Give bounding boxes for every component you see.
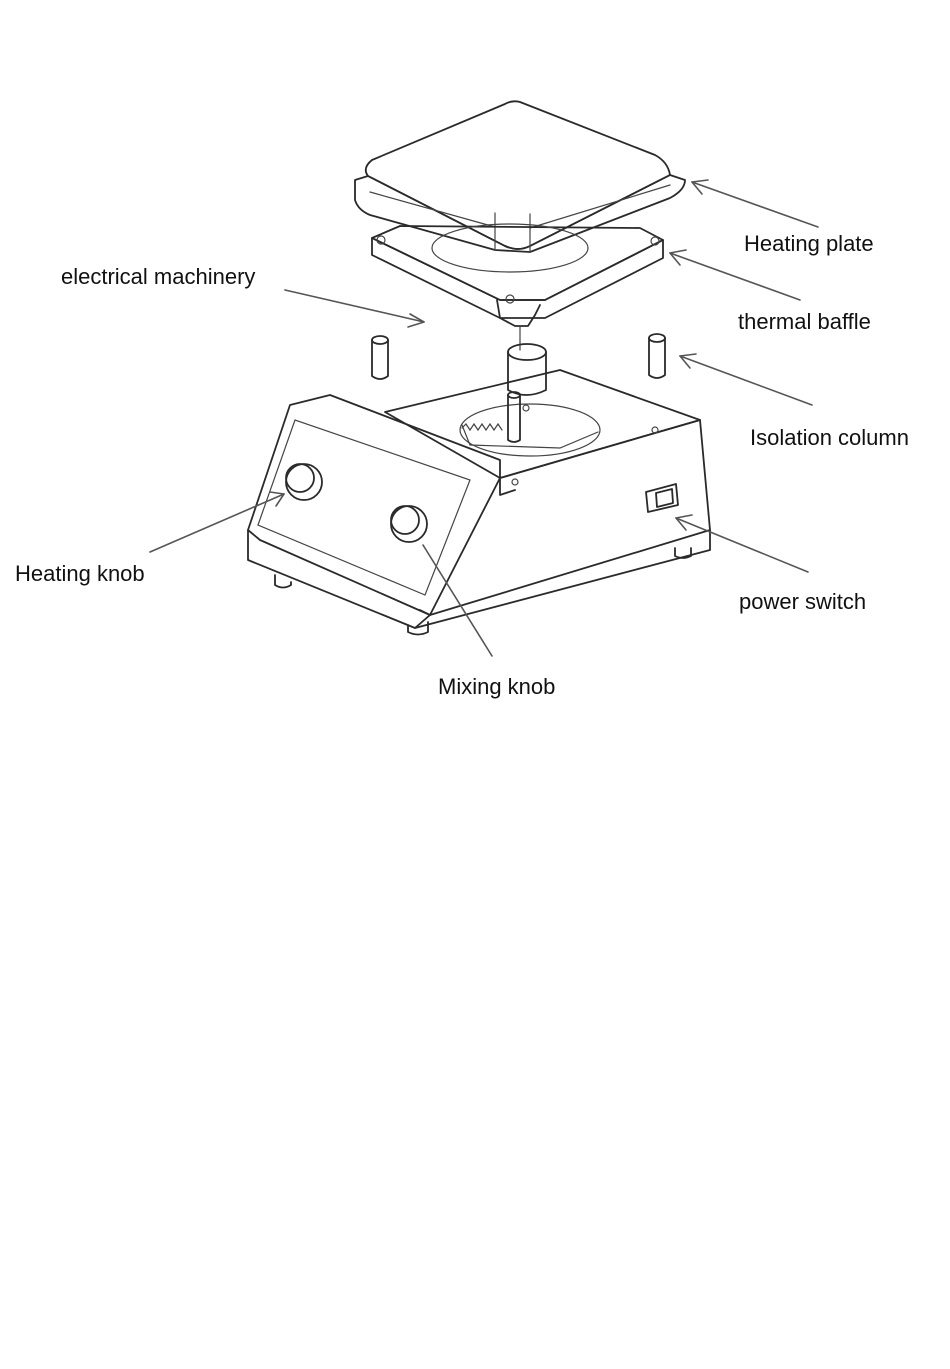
label-heating-plate: Heating plate [744,233,874,255]
power-switch [646,484,678,512]
electrical-machinery [508,344,546,395]
heating-plate [355,101,685,252]
arrow-isolation-column [680,354,812,405]
arrow-thermal-baffle [670,250,800,300]
label-thermal-baffle: thermal baffle [738,311,871,333]
arrow-heating-knob [150,492,284,552]
heating-knob [286,464,322,500]
isolation-column-left [372,336,388,379]
label-mixing-knob: Mixing knob [438,676,555,698]
base-housing [248,370,710,635]
label-heating-knob: Heating knob [15,563,145,585]
mixing-knob [391,506,427,542]
label-electrical-machinery: electrical machinery [61,266,255,288]
arrow-heating-plate [692,180,818,227]
arrow-electrical-machinery [285,290,424,327]
thermal-baffle [372,224,663,350]
label-isolation-column: Isolation column [750,427,909,449]
leader-arrows [150,180,818,656]
label-power-switch: power switch [739,591,866,613]
arrow-power-switch [676,515,808,572]
isolation-column-right [649,334,665,378]
